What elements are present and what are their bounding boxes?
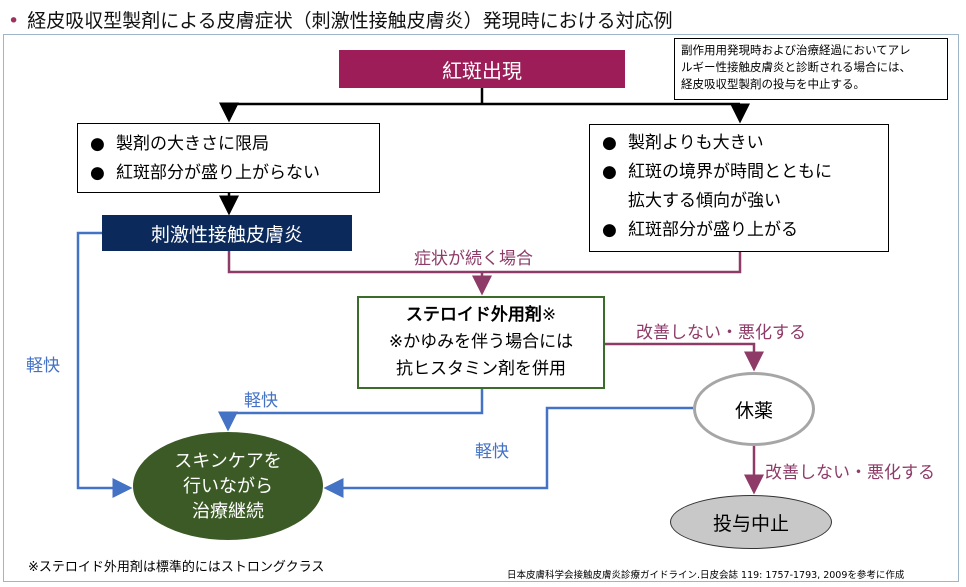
title-bullet-icon: • xyxy=(8,10,20,32)
steroid-node: ステロイド外用剤※ ※かゆみを伴う場合には 抗ヒスタミン剤を併用 xyxy=(357,296,605,389)
bullet-icon: ● xyxy=(602,133,617,153)
continues-merge-line xyxy=(227,251,742,274)
continues-label: 症状が続く場合 xyxy=(414,249,533,269)
criteria-item: ●紅斑の境界が時間とともに xyxy=(602,158,876,187)
worsen-label-1: 改善しない・悪化する xyxy=(636,323,806,343)
relief-label-2: 軽快 xyxy=(244,391,278,411)
steroid-to-rest-arrow xyxy=(605,342,764,372)
irritant-dermatitis-node: 刺激性接触皮膚炎 xyxy=(102,215,352,251)
diagram-frame xyxy=(3,34,959,582)
page-title: • 経皮吸収型製剤による皮膚症状（刺激性接触皮膚炎）発現時における対応例 xyxy=(8,6,673,33)
discontinue-node: 投与中止 xyxy=(670,495,832,549)
rest-relief-arrow xyxy=(323,406,693,498)
footnote: ※ステロイド外用剤は標準的にはストロングクラス xyxy=(28,560,325,575)
note-line: ルギー性接触皮膚炎と診断される場合には、 xyxy=(681,60,911,74)
note-line: 副作用用発現時および治療経過においてアレ xyxy=(681,43,911,57)
bullet-icon: ● xyxy=(602,220,617,240)
steroid-title: ステロイド外用剤※ xyxy=(405,305,557,325)
relief-label-1: 軽快 xyxy=(26,356,60,376)
spreading-criteria-box: ●製剤よりも大きい ●紅斑の境界が時間とともに 拡大する傾向が強い ●紅斑部分が… xyxy=(589,124,889,252)
worsen-label-2: 改善しない・悪化する xyxy=(765,463,935,483)
steroid-relief-arrow xyxy=(218,389,484,432)
source-citation: 日本皮膚科学会接触皮膚炎診療ガイドライン.日皮会誌 119: 1757-1793… xyxy=(507,570,905,581)
rest-node: 休薬 xyxy=(693,372,815,446)
criteria-item: ●紅斑部分が盛り上がらない xyxy=(90,159,367,188)
skincare-node: スキンケアを 行いながら 治療継続 xyxy=(133,432,323,540)
criteria-item: ●製剤の大きさに限局 xyxy=(90,130,367,159)
allergy-note: 副作用用発現時および治療経過においてアレ ルギー性接触皮膚炎と診断される場合には… xyxy=(674,38,948,100)
bullet-icon: ● xyxy=(90,163,105,183)
bullet-icon: ● xyxy=(90,134,105,154)
criteria-item-continued: 拡大する傾向が強い xyxy=(628,191,781,211)
steroid-line: ※かゆみを伴う場合には xyxy=(388,332,574,352)
criteria-item: ●製剤よりも大きい xyxy=(602,129,876,158)
erythema-node: 紅斑出現 xyxy=(339,50,625,88)
irritant-relief-arrow xyxy=(76,231,133,498)
criteria-item: ●紅斑部分が盛り上がる xyxy=(602,216,876,245)
relief-label-3: 軽快 xyxy=(475,442,509,462)
note-line: 経皮吸収型製剤の投与を中止する。 xyxy=(681,77,865,91)
localized-criteria-box: ●製剤の大きさに限局 ●紅斑部分が盛り上がらない xyxy=(77,123,380,193)
title-text: 経皮吸収型製剤による皮膚症状（刺激性接触皮膚炎）発現時における対応例 xyxy=(27,10,673,32)
bullet-icon: ● xyxy=(602,162,617,182)
steroid-line: 抗ヒスタミン剤を併用 xyxy=(396,359,566,379)
